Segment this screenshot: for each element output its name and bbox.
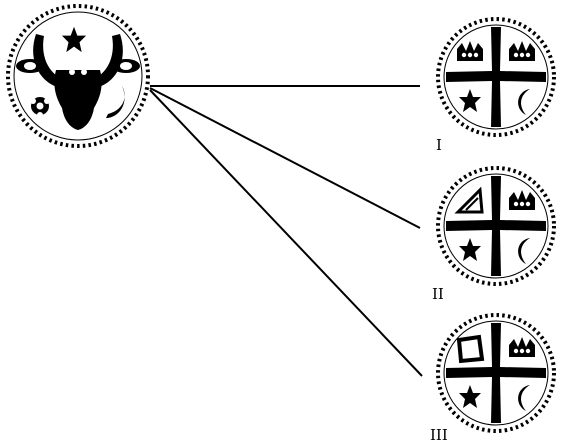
obverse-coin — [8, 6, 148, 146]
variant-label-i: I — [436, 136, 442, 154]
star-icon — [459, 89, 481, 112]
crown-icon — [509, 190, 535, 210]
star-icon — [459, 385, 481, 408]
crown-icon — [509, 41, 535, 61]
star-icon — [459, 238, 481, 261]
crescent-icon — [518, 238, 530, 264]
crescent-icon — [518, 385, 530, 411]
crescent-icon — [106, 86, 125, 118]
aurochs-head-icon — [54, 70, 101, 130]
cross-icon — [446, 27, 546, 127]
connector-lines — [150, 86, 422, 376]
variant-label-iii: III — [430, 426, 448, 444]
connector-line-ii — [150, 88, 420, 228]
reverse-coin-i — [438, 19, 554, 135]
cross-icon — [446, 176, 546, 276]
triangle-icon — [458, 190, 482, 212]
crown-icon — [509, 337, 535, 357]
crescent-icon — [518, 89, 530, 115]
reverse-coin-iii — [438, 315, 554, 431]
square-icon — [459, 337, 482, 361]
reverse-coin-ii — [438, 168, 554, 284]
connector-line-iii — [150, 90, 422, 376]
crown-icon — [457, 41, 483, 61]
variant-label-ii: II — [432, 285, 444, 303]
rose-icon — [30, 97, 50, 118]
star-icon — [62, 27, 86, 52]
